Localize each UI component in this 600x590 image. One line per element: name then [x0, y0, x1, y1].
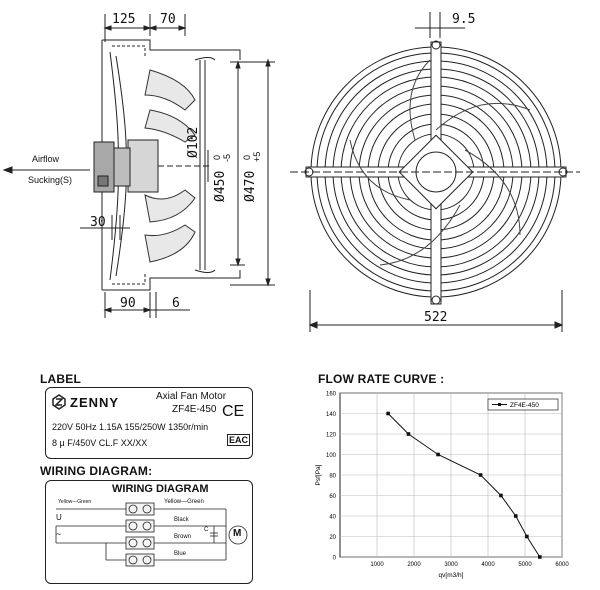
legend-label: ZF4E-450	[510, 402, 539, 409]
x-tick-label: 5000	[518, 562, 532, 568]
x-tick-label: 3000	[444, 562, 458, 568]
dim-9-5: 9.5	[452, 12, 476, 27]
capacitor-label: C	[204, 527, 209, 533]
dim-6: 6	[172, 296, 180, 311]
product-name: Axial Fan Motor	[156, 391, 227, 402]
spec-line-1: 220V 50Hz 1.15A 155/250W 1350r/min	[52, 422, 209, 432]
x-tick-label: 1000	[370, 562, 384, 568]
legend-box	[487, 398, 559, 411]
data-point	[386, 411, 390, 416]
y-tick-label: 120	[326, 433, 337, 439]
wiring-section-title: WIRING DIAGRAM:	[40, 464, 153, 478]
zenny-logo-icon	[52, 394, 66, 410]
u-symbol: U	[56, 513, 62, 522]
y-tick-label: 20	[329, 535, 336, 541]
data-point	[525, 534, 529, 539]
y-tick-label: 160	[326, 392, 337, 398]
dim-phi450: Ø450	[213, 170, 228, 202]
label-section-title: LABEL	[40, 372, 81, 386]
dim-phi470: Ø470	[243, 170, 258, 202]
y-axis-label: Psf[Pa]	[315, 464, 322, 485]
legend-marker	[498, 403, 501, 406]
blue-wire-label: Blue	[174, 551, 187, 557]
x-tick-label: 4000	[481, 562, 495, 568]
y-tick-label: 100	[326, 453, 337, 459]
data-point	[538, 555, 542, 559]
x-axis-label: qv[m3/h]	[439, 572, 464, 579]
dim-522: 522	[424, 310, 448, 325]
ce-mark: CE	[222, 403, 245, 420]
eac-mark: EAC	[227, 434, 251, 446]
data-point	[478, 473, 483, 477]
front-view-drawing	[290, 12, 580, 332]
sucking-label: Sucking(S)	[28, 175, 73, 185]
y-tick-label: 140	[326, 412, 337, 418]
brown-wire-label: Brown	[174, 534, 192, 540]
ac-symbol: ~	[56, 529, 62, 539]
dim-70: 70	[160, 12, 176, 27]
data-point	[499, 493, 503, 498]
y-tick-label: 40	[329, 515, 336, 521]
brand-name: ZENNY	[70, 395, 120, 410]
dim-125: 125	[112, 12, 136, 27]
data-point	[436, 452, 440, 457]
flow-rate-chart: 0 20 40 60 80 100 120 140 160 1000 2000 3000 4000 500…	[315, 392, 569, 580]
series-line	[387, 413, 541, 558]
airflow-label: Airflow	[32, 154, 60, 164]
dim-phi102: Ø102	[186, 126, 201, 158]
x-tick-label: 2000	[407, 562, 421, 568]
black-wire-label: Black	[174, 517, 189, 523]
y-tick-label: 60	[329, 494, 336, 500]
product-label: ZENNY Axial Fan Motor ZF4E-450 CE 220V 5…	[45, 387, 253, 459]
dim-90: 90	[120, 296, 136, 311]
y-tick-label: 0	[333, 556, 337, 562]
data-point	[406, 432, 411, 436]
dim-phi450-tol2: 0	[212, 154, 222, 160]
dim-phi470-tol: +5	[252, 151, 262, 162]
model-number: ZF4E-450	[172, 404, 217, 415]
x-tick-label: 6000	[555, 562, 569, 568]
data-point	[513, 514, 518, 518]
wiring-box-title: WIRING DIAGRAM	[112, 483, 209, 495]
y-tick-label: 80	[329, 474, 336, 480]
dim-30: 30	[90, 215, 106, 230]
side-view-drawing	[2, 14, 275, 318]
dim-phi470-tol2: 0	[242, 154, 252, 160]
motor-label: M	[233, 528, 242, 539]
right-wire-label: Yellow—Green	[164, 499, 204, 505]
dim-phi450-tol: -5	[222, 153, 232, 162]
flow-curve-title: FLOW RATE CURVE :	[318, 372, 445, 386]
wiring-diagram-box: WIRING DIAGRAM	[45, 480, 253, 584]
spec-line-2: 8 μ F/450V CL.F XX/XX	[52, 438, 148, 448]
left-wire-label: Yellow—Green	[58, 499, 92, 505]
wiring-schematic	[55, 502, 248, 567]
